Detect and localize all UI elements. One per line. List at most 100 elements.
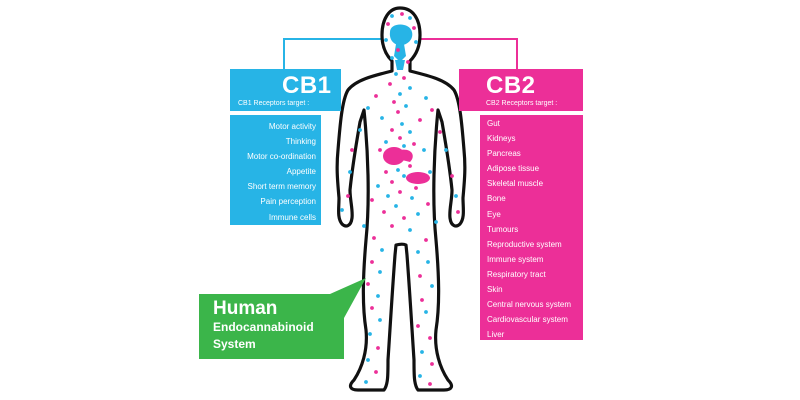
receptor-dot xyxy=(400,12,404,16)
receptor-dot xyxy=(398,190,402,194)
cb2-target-item: Adipose tissue xyxy=(487,164,540,174)
cb1-target-item: Motor activity xyxy=(268,122,316,131)
receptor-dot xyxy=(420,350,424,354)
cb1-target-item: Thinking xyxy=(285,137,316,147)
receptor-dot xyxy=(408,130,412,134)
receptor-dot xyxy=(402,216,406,220)
cb2-targets-panel: Gut Kidneys Pancreas Adipose tissue Skel… xyxy=(480,115,583,340)
cb2-target-item: Skin xyxy=(487,285,503,295)
receptor-dot xyxy=(378,318,382,322)
receptor-dot xyxy=(430,284,434,288)
cb2-target-item: Gut xyxy=(487,119,500,128)
cb2-connector xyxy=(418,38,518,69)
receptor-dot xyxy=(358,128,362,132)
cb2-subtitle: CB2 Receptors target : xyxy=(486,100,558,107)
receptor-dot xyxy=(396,48,400,52)
receptor-dot xyxy=(390,128,394,132)
receptor-dot xyxy=(370,198,374,202)
receptor-dot xyxy=(378,270,382,274)
receptor-dot xyxy=(374,370,378,374)
cb2-target-item: Reproductive system xyxy=(487,239,562,249)
receptor-dot xyxy=(412,26,416,30)
cb1-target-item: Motor co-ordination xyxy=(247,152,316,162)
receptor-dot xyxy=(390,180,394,184)
cb2-title: CB2 xyxy=(486,72,536,99)
system-label-line2: Endocannabinoid xyxy=(213,320,314,334)
receptor-dot xyxy=(456,210,460,214)
receptor-dot xyxy=(348,170,352,174)
cb1-target-item: Immune cells xyxy=(268,212,316,222)
stomach-shape xyxy=(400,149,413,162)
receptor-dot xyxy=(384,38,388,42)
receptor-dot xyxy=(414,186,418,190)
receptor-dot xyxy=(414,40,418,44)
cb2-header: CB2 CB2 Receptors target : xyxy=(459,69,583,111)
receptor-dot xyxy=(364,380,368,384)
receptor-dot xyxy=(384,170,388,174)
receptor-dot xyxy=(392,100,396,104)
receptor-dot xyxy=(450,174,454,178)
pancreas-shape xyxy=(383,147,405,165)
receptor-dot xyxy=(428,382,432,386)
receptor-dot xyxy=(418,274,422,278)
receptor-dot xyxy=(420,298,424,302)
cb2-target-item: Cardiovascular system xyxy=(487,315,568,325)
system-label-line1: Human xyxy=(213,298,278,319)
receptor-dot xyxy=(376,294,380,298)
receptor-dot xyxy=(428,170,432,174)
receptor-dot xyxy=(374,94,378,98)
cb1-target-item: Short term memory xyxy=(247,182,316,192)
cb2-target-item: Central nervous system xyxy=(487,300,572,310)
receptor-dot xyxy=(426,260,430,264)
receptor-dot xyxy=(394,204,398,208)
receptor-dot xyxy=(376,184,380,188)
receptor-dot xyxy=(402,174,406,178)
receptor-dot xyxy=(438,130,442,134)
cb1-title: CB1 xyxy=(282,72,332,99)
receptor-dot xyxy=(404,104,408,108)
cb2-target-item: Kidneys xyxy=(487,134,516,144)
receptor-dot xyxy=(370,260,374,264)
brain-shape xyxy=(389,24,413,46)
receptor-dot xyxy=(428,336,432,340)
cb1-target-item: Pain perception xyxy=(260,197,316,207)
receptor-dot xyxy=(416,324,420,328)
receptor-dot xyxy=(396,110,400,114)
receptor-dot xyxy=(408,86,412,90)
receptor-dot xyxy=(398,92,402,96)
receptor-dot xyxy=(366,358,370,362)
cb2-target-item: Tumours xyxy=(487,224,519,234)
cb2-target-item: Liver xyxy=(487,330,505,340)
receptor-dot xyxy=(380,248,384,252)
receptor-dot xyxy=(422,148,426,152)
receptor-dot xyxy=(340,208,344,212)
receptor-dot xyxy=(366,106,370,110)
cb1-target-item: Appetite xyxy=(286,167,316,177)
receptor-dot xyxy=(382,210,386,214)
receptor-dot xyxy=(416,250,420,254)
receptor-dot xyxy=(394,72,398,76)
receptor-dot xyxy=(388,82,392,86)
receptor-dot xyxy=(410,196,414,200)
receptor-dot xyxy=(368,332,372,336)
receptor-dot xyxy=(408,16,412,20)
spinal-nerve-shape xyxy=(395,60,405,70)
receptor-dot xyxy=(378,148,382,152)
cb1-targets-panel: Motor activity Thinking Motor co-ordinat… xyxy=(230,115,321,225)
receptor-dot xyxy=(380,116,384,120)
cb1-header: CB1 CB1 Receptors target : xyxy=(230,69,341,111)
receptor-dot xyxy=(386,194,390,198)
receptor-dot xyxy=(390,224,394,228)
receptor-dot xyxy=(454,194,458,198)
receptor-dot xyxy=(408,228,412,232)
receptor-dot xyxy=(390,56,394,60)
cb2-target-item: Eye xyxy=(487,209,501,219)
receptor-dot xyxy=(412,142,416,146)
receptor-dots xyxy=(340,12,460,386)
receptor-dot xyxy=(362,224,366,228)
receptor-dot xyxy=(408,164,412,168)
human-body-outline xyxy=(335,6,467,392)
receptor-dot xyxy=(424,96,428,100)
cb2-target-list: Gut Kidneys Pancreas Adipose tissue Skel… xyxy=(487,116,571,342)
